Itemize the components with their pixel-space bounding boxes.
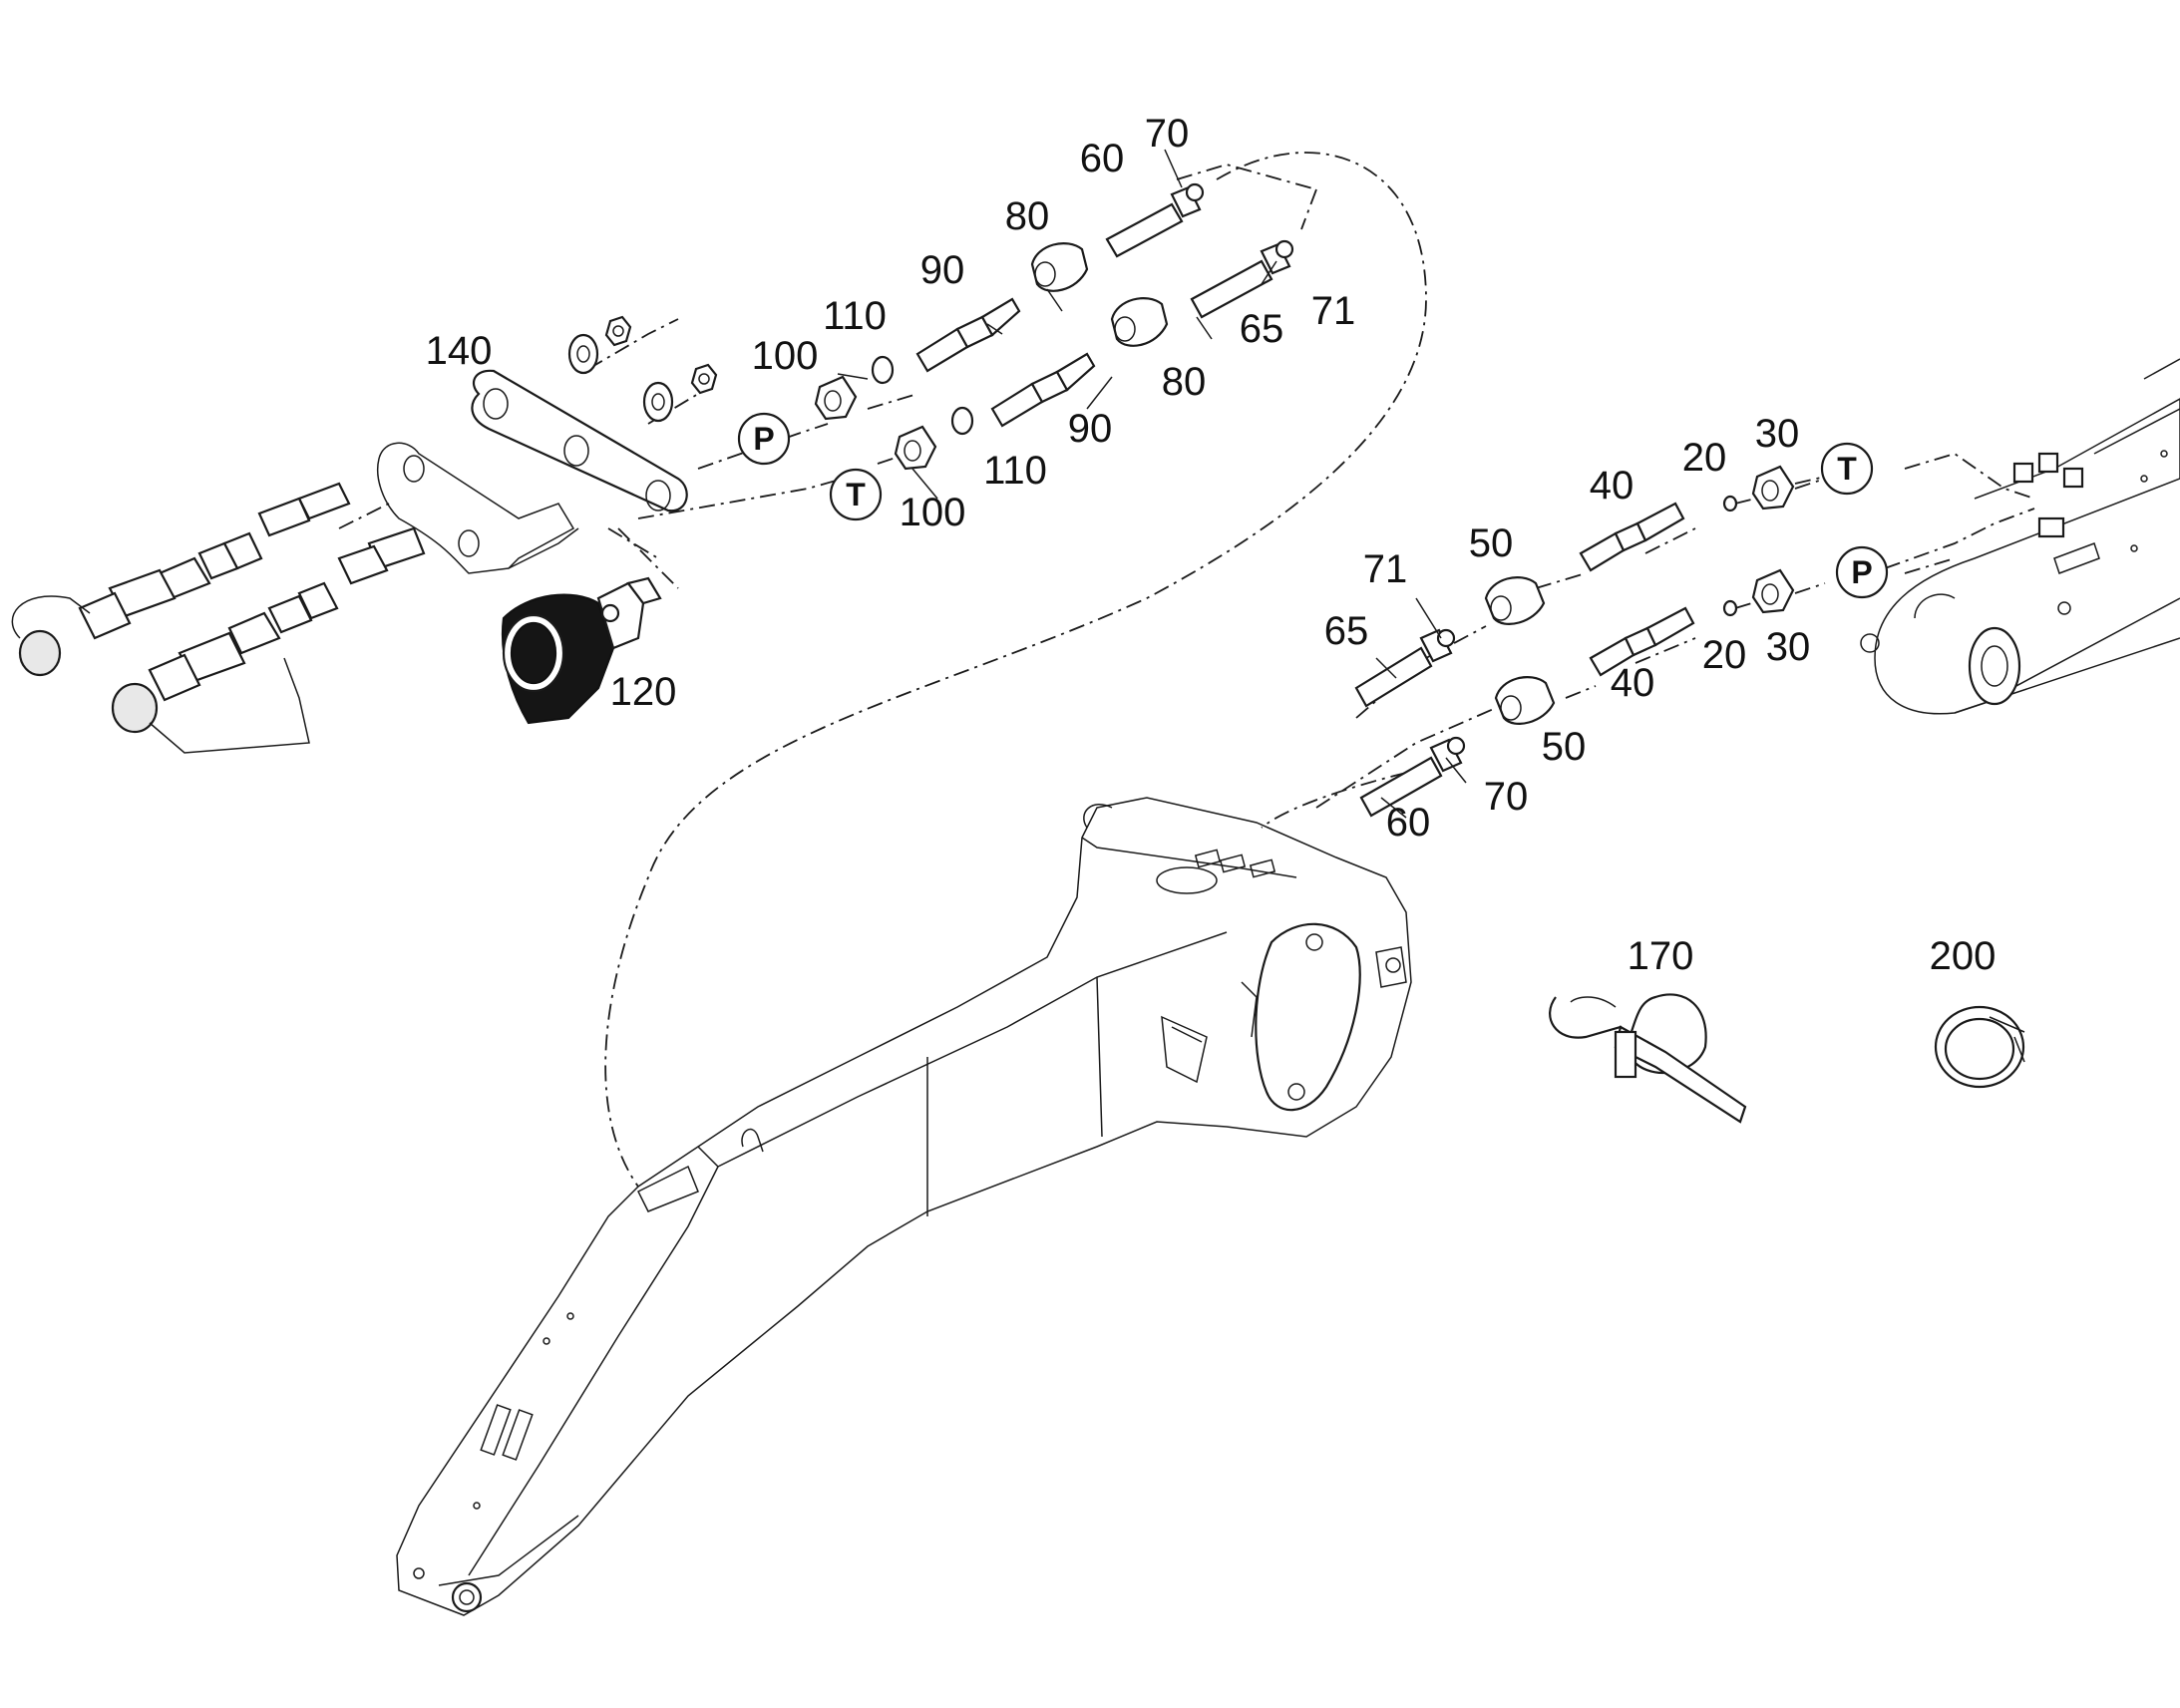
callout-leaders bbox=[837, 149, 1467, 819]
callout-20: 20 bbox=[1702, 633, 1747, 677]
callout-30: 30 bbox=[1766, 625, 1811, 669]
callout-200: 200 bbox=[1930, 934, 1997, 978]
upper-fittings bbox=[814, 182, 1294, 471]
quick-coupler bbox=[502, 576, 662, 725]
callout-100: 100 bbox=[900, 491, 966, 534]
callout-170: 170 bbox=[1628, 934, 1694, 978]
fitting-row-1 bbox=[11, 482, 351, 677]
callout-90: 90 bbox=[1068, 407, 1113, 451]
leader-lines bbox=[338, 152, 2035, 1188]
port-p-left-label: P bbox=[753, 421, 774, 457]
callout-numbers: 70 60 80 90 110 100 140 65 71 80 90 110 … bbox=[426, 112, 1997, 978]
callout-90: 90 bbox=[920, 248, 965, 292]
washer-icon bbox=[567, 333, 599, 375]
callout-80: 80 bbox=[1005, 194, 1050, 238]
cable-tie bbox=[1549, 993, 1747, 1124]
callout-140: 140 bbox=[426, 329, 493, 373]
callout-70: 70 bbox=[1145, 112, 1190, 156]
callout-50: 50 bbox=[1542, 725, 1587, 769]
mounting-plate bbox=[471, 369, 688, 512]
callout-120: 120 bbox=[610, 670, 677, 714]
port-t-right: T bbox=[1820, 442, 1874, 496]
port-p-left: P bbox=[737, 412, 791, 466]
boom-arm bbox=[396, 797, 1412, 1616]
callout-71: 71 bbox=[1311, 289, 1356, 333]
callout-65: 65 bbox=[1240, 307, 1284, 351]
port-t-right-label: T bbox=[1837, 451, 1857, 487]
callout-70: 70 bbox=[1484, 775, 1529, 819]
callout-65: 65 bbox=[1324, 609, 1369, 653]
callout-30: 30 bbox=[1755, 412, 1800, 456]
right-fittings bbox=[1354, 465, 1795, 818]
callout-100: 100 bbox=[752, 334, 819, 378]
callout-110: 110 bbox=[983, 449, 1047, 493]
port-markers: P T T P bbox=[737, 412, 1889, 599]
upper-boom-fragment bbox=[1860, 358, 2180, 715]
callout-40: 40 bbox=[1611, 661, 1655, 705]
fitting-row-2 bbox=[111, 526, 426, 754]
callout-71: 71 bbox=[1363, 547, 1408, 591]
port-t-left: T bbox=[829, 468, 883, 521]
callout-40: 40 bbox=[1590, 464, 1635, 508]
callout-110: 110 bbox=[823, 294, 887, 338]
hose-clamp bbox=[1934, 1005, 2025, 1089]
callout-60: 60 bbox=[1080, 137, 1125, 180]
callout-60: 60 bbox=[1386, 801, 1431, 845]
port-p-right: P bbox=[1835, 545, 1889, 599]
callout-20: 20 bbox=[1682, 436, 1727, 480]
callout-50: 50 bbox=[1469, 521, 1514, 565]
port-p-right-label: P bbox=[1851, 554, 1872, 590]
left-hardware bbox=[11, 315, 718, 754]
callout-80: 80 bbox=[1162, 360, 1207, 404]
port-t-left-label: T bbox=[846, 477, 866, 512]
